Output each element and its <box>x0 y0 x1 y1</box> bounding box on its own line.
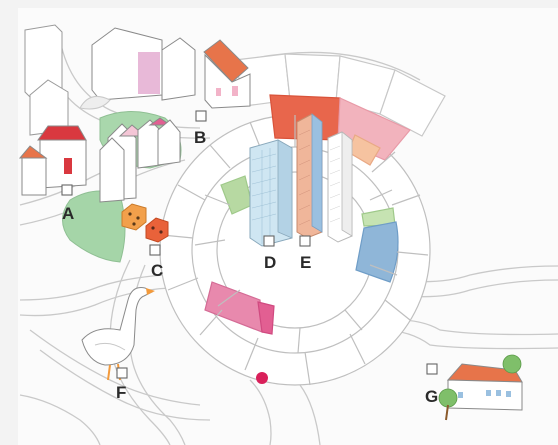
label-e: E <box>300 253 311 272</box>
answer-box-c[interactable] <box>149 244 161 256</box>
answer-box-b[interactable] <box>195 110 207 122</box>
tower-white <box>327 131 353 243</box>
label-d: D <box>264 253 276 272</box>
track-space-blue <box>355 221 399 283</box>
answer-box-g[interactable] <box>426 363 438 375</box>
label-g: G <box>425 387 438 406</box>
answer-boxes[interactable] <box>61 110 438 379</box>
house-group-top <box>91 27 196 101</box>
house-tall-left <box>24 24 69 136</box>
tower-e <box>296 113 323 239</box>
answer-box-f[interactable] <box>116 367 128 379</box>
label-f: F <box>116 383 126 402</box>
row-houses <box>99 117 181 203</box>
label-a: A <box>62 204 74 223</box>
house-b <box>203 39 251 109</box>
answer-box-e[interactable] <box>299 235 311 247</box>
label-b: B <box>194 128 206 147</box>
tree-top <box>79 95 111 110</box>
track-space-pink-small <box>257 301 275 335</box>
house-a <box>18 125 87 196</box>
red-dot <box>256 372 268 384</box>
label-c: C <box>151 261 163 280</box>
dice-icon <box>121 203 169 243</box>
tree-icon <box>438 354 522 421</box>
tower-d <box>249 139 293 247</box>
answer-box-d[interactable] <box>263 235 275 247</box>
answer-box-a[interactable] <box>61 184 73 196</box>
